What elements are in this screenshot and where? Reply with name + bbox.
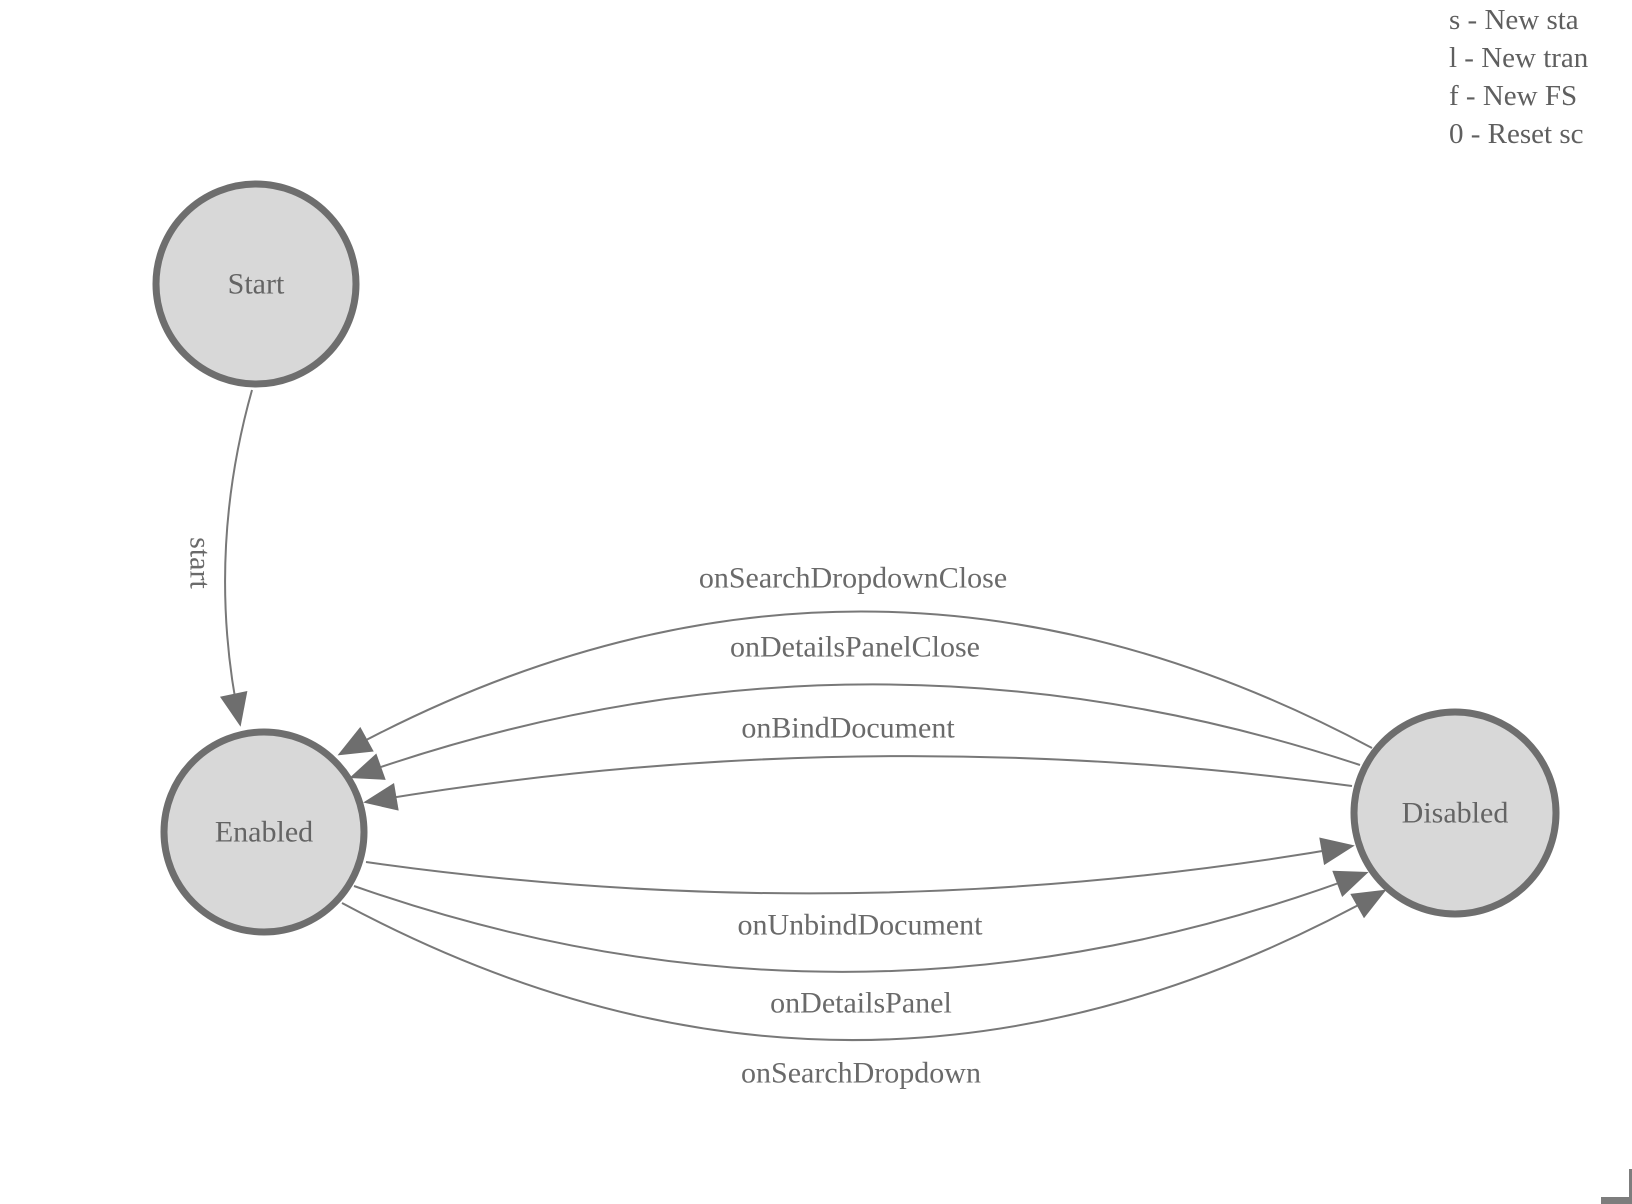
state-circle-enabled[interactable] xyxy=(160,728,368,936)
legend-line-new-fsm: f - New FS xyxy=(1449,80,1578,112)
state-node-enabled[interactable]: Enabled xyxy=(160,728,368,936)
edge-enabled-to-disabled-onsearchdropdown[interactable] xyxy=(341,889,1387,1041)
state-label-start: Start xyxy=(228,268,285,301)
state-circle-disabled[interactable] xyxy=(1350,708,1560,918)
state-label-enabled: Enabled xyxy=(215,816,313,849)
state-node-disabled[interactable]: Disabled xyxy=(1350,708,1560,918)
edge-enabled-to-disabled-onunbinddocument[interactable] xyxy=(365,837,1355,895)
edge-disabled-to-enabled-onbinddocument[interactable] xyxy=(363,755,1353,811)
edge-enabled-to-disabled-ondetailspanel[interactable] xyxy=(353,870,1369,973)
edge-disabled-to-enabled-ondetailspanelclose[interactable] xyxy=(349,683,1361,780)
edge-disabled-to-enabled-onsearchdropdownclose[interactable] xyxy=(337,610,1373,756)
corner-vertical-bar xyxy=(1629,1169,1632,1199)
edge-label-onsearchdropdownclose: onSearchDropdownClose xyxy=(699,562,1007,595)
edge-label-start: start xyxy=(184,537,217,589)
legend-line-new-state: s - New sta xyxy=(1449,4,1579,36)
viewport-corner-handle xyxy=(1601,1169,1632,1204)
edge-label-onsearchdropdown: onSearchDropdown xyxy=(741,1057,981,1090)
state-circle-start[interactable] xyxy=(152,180,360,388)
edge-label-ondetailspanelclose: onDetailsPanelClose xyxy=(730,631,980,664)
edge-label-onunbinddocument: onUnbindDocument xyxy=(738,909,984,942)
shortcut-legend: s - New sta l - New tran f - New FS 0 - … xyxy=(1449,1,1588,153)
legend-line-reset: 0 - Reset sc xyxy=(1449,118,1584,150)
edge-label-ondetailspanel: onDetailsPanel xyxy=(770,987,952,1020)
legend-line-new-transition: l - New tran xyxy=(1449,42,1589,74)
edge-labels-layer: start onSearchDropdownClose onDetailsPan… xyxy=(184,537,1008,1089)
corner-horizontal-bar xyxy=(1601,1197,1632,1204)
edges-layer xyxy=(219,389,1387,1041)
edge-start-to-enabled[interactable] xyxy=(219,389,253,727)
edge-label-onbinddocument: onBindDocument xyxy=(741,712,955,745)
state-node-start[interactable]: Start xyxy=(152,180,360,388)
state-label-disabled: Disabled xyxy=(1402,797,1509,830)
